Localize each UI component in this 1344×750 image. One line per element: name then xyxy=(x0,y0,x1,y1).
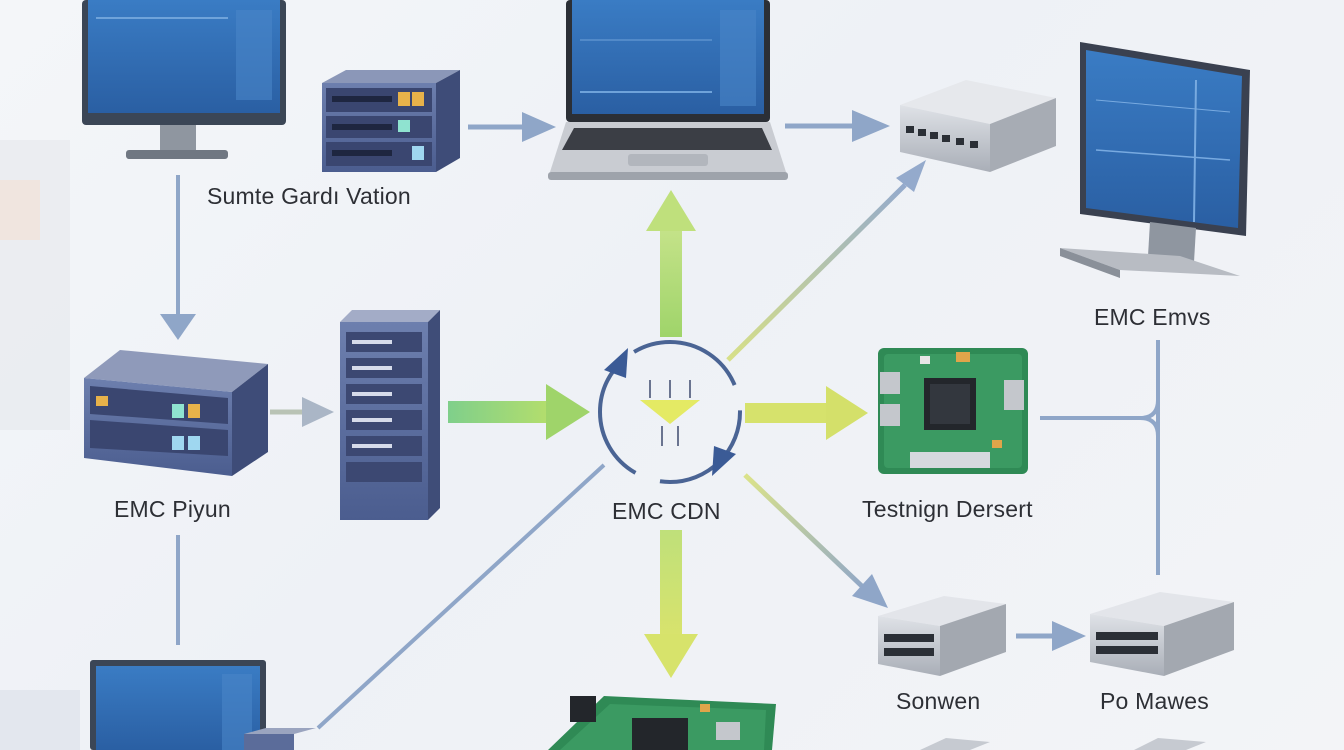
label-center: EMC CDN xyxy=(612,498,721,524)
tower-server-icon xyxy=(340,310,440,520)
laptop-icon xyxy=(548,0,788,180)
label-top-middle: Sumte Gardı Vation xyxy=(207,183,411,209)
server-rack-icon xyxy=(322,70,460,172)
network-switch-icon xyxy=(878,596,1006,676)
network-switch-icon xyxy=(1090,592,1234,676)
circuit-board-icon xyxy=(878,348,1028,474)
label-left-mid: EMC Piyun xyxy=(114,496,231,522)
label-right-top: EMC Emvs xyxy=(1094,304,1211,330)
monitor-icon xyxy=(90,660,316,750)
monitor-icon xyxy=(1060,42,1250,278)
label-bottom-switch-right: Po Mawes xyxy=(1100,688,1209,714)
label-right-mid: Testnign Dersert xyxy=(862,496,1033,522)
server-rack-icon xyxy=(84,350,268,476)
monitor-icon xyxy=(82,0,286,159)
network-switch-icon xyxy=(900,80,1056,172)
label-bottom-switch-left: Sonwen xyxy=(896,688,981,714)
cdn-hub-icon xyxy=(598,340,742,484)
circuit-board-icon xyxy=(548,696,776,750)
connectors xyxy=(160,110,1160,730)
